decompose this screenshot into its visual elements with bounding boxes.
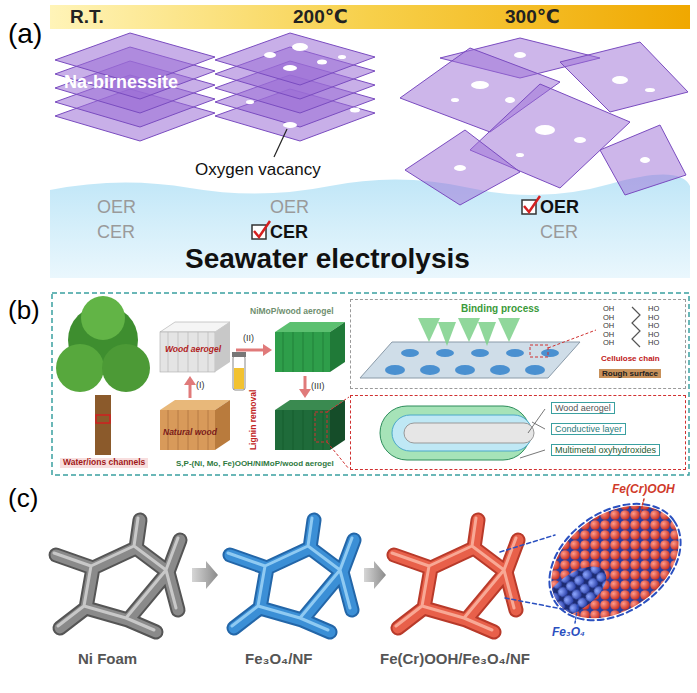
sample-label: Fe(Cr)OOH/Fe₃O₄/NF xyxy=(380,650,530,667)
panel-c-art xyxy=(54,480,697,645)
layer-label: Multimetal oxyhydroxides xyxy=(551,444,660,456)
temperature-label: 200℃ xyxy=(293,6,348,28)
panel-a-art xyxy=(50,5,690,278)
reaction-label: CER xyxy=(97,222,135,243)
group-label: OH xyxy=(603,331,614,340)
group-label: HO xyxy=(648,331,659,340)
group-label: HO xyxy=(648,305,659,314)
reaction-label: CER xyxy=(270,222,308,243)
layer-label: Fe(Cr)OOH xyxy=(612,483,675,497)
material-label: Wood aerogel xyxy=(165,345,221,355)
process-label: Lignin removal xyxy=(249,390,259,450)
inset-title: Binding process xyxy=(461,303,539,315)
group-label: OH xyxy=(603,314,614,323)
material-label: Na-birnessite xyxy=(64,72,178,93)
group-label: OH xyxy=(603,339,614,348)
reaction-label: OER xyxy=(97,197,136,218)
panel-heading: Seawater electrolysis xyxy=(185,243,470,275)
inset-box: Wood aerogelConductive layerMultimetal o… xyxy=(350,395,686,470)
callout-label: Rough surface xyxy=(599,369,661,378)
reaction-label: CER xyxy=(540,222,578,243)
layer-label: Wood aerogel xyxy=(551,402,615,414)
group-label: HO xyxy=(648,314,659,323)
material-label: S,P-(Ni, Mo, Fe)OOH/NiMoP/wood aerogel xyxy=(176,459,334,468)
group-label: OH xyxy=(603,322,614,331)
reaction-label: OER xyxy=(540,197,579,218)
step-label: (II) xyxy=(243,333,254,343)
step-label: (III) xyxy=(311,381,325,391)
temperature-label: R.T. xyxy=(70,6,104,28)
layer-label: Fe₃O₄ xyxy=(552,626,585,640)
group-label: HO xyxy=(648,339,659,348)
reaction-label: OER xyxy=(270,197,309,218)
note-label: Water/ions channels xyxy=(60,458,148,468)
group-label: HO xyxy=(648,322,659,331)
group-label: OH xyxy=(603,305,614,314)
temperature-label: 300℃ xyxy=(505,6,560,28)
callout-label: Cellulose chain xyxy=(601,354,660,363)
step-label: (I) xyxy=(196,380,205,390)
panel-letter: (b) xyxy=(8,296,40,326)
panel-letter: (a) xyxy=(8,18,42,50)
sample-label: Ni Foam xyxy=(78,650,137,667)
panel-b-art xyxy=(52,293,689,475)
material-label: Natural wood xyxy=(163,428,217,438)
sample-label: Fe₃O₄/NF xyxy=(245,650,312,667)
inset-box: Binding processCellulose chainRough surf… xyxy=(350,299,686,389)
callout-label: Oxygen vacancy xyxy=(195,160,321,180)
material-label: NiMoP/wood aerogel xyxy=(250,307,334,317)
layer-label: Conductive layer xyxy=(551,423,626,435)
panel-letter: (c) xyxy=(8,484,38,514)
